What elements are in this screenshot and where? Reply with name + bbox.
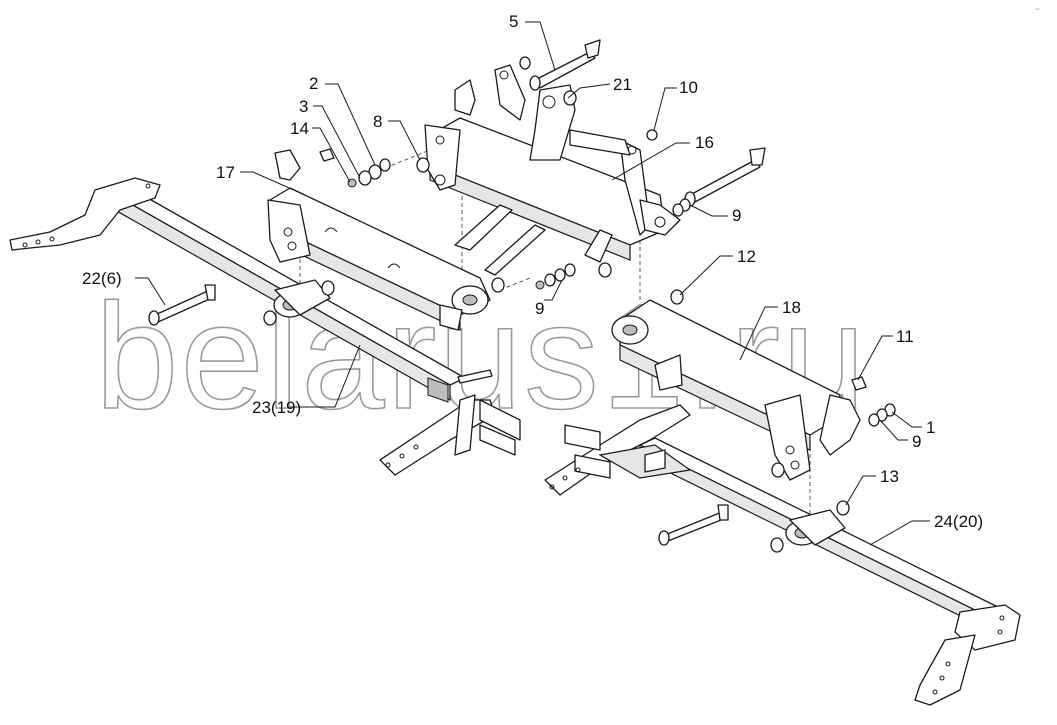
leader-lines <box>135 21 930 546</box>
bracket-arm-left <box>379 369 521 476</box>
pin-upper-right <box>684 147 766 207</box>
callout-5: 5 <box>509 12 518 31</box>
callouts: 5 2 21 10 3 8 14 16 17 9 9 12 22(6) 18 1… <box>82 12 983 531</box>
callout-1: 1 <box>926 418 935 437</box>
callout-2: 2 <box>309 74 318 93</box>
frame-16 <box>424 64 681 276</box>
corner-mark: ~ <box>1035 5 1040 14</box>
callout-13: 13 <box>880 467 899 486</box>
callout-14: 14 <box>290 119 309 138</box>
callout-22-6: 22(6) <box>82 269 122 288</box>
callout-23-19: 23(19) <box>252 398 301 417</box>
callout-10: 10 <box>679 78 698 97</box>
callout-12: 12 <box>737 247 756 266</box>
callout-3: 3 <box>299 97 308 116</box>
callout-17: 17 <box>216 163 235 182</box>
callout-21: 21 <box>613 75 632 94</box>
callout-18: 18 <box>782 298 801 317</box>
callout-8: 8 <box>373 112 382 131</box>
arm-17 <box>267 149 491 331</box>
arm-18 <box>611 299 861 481</box>
callout-9-middle: 9 <box>535 299 544 318</box>
callout-11: 11 <box>896 327 914 346</box>
bracket-arm-right <box>544 404 692 496</box>
crossbeam-23 <box>9 177 466 403</box>
pin-22 <box>148 284 216 326</box>
pin-5 <box>529 39 601 91</box>
callout-16: 16 <box>695 133 714 152</box>
callout-9-right: 9 <box>912 432 921 451</box>
callout-9-upper: 9 <box>732 206 741 225</box>
crossbeam-24 <box>639 437 1021 706</box>
fasteners <box>263 56 896 553</box>
pin-13 <box>658 504 729 546</box>
callout-24-20: 24(20) <box>934 512 983 531</box>
